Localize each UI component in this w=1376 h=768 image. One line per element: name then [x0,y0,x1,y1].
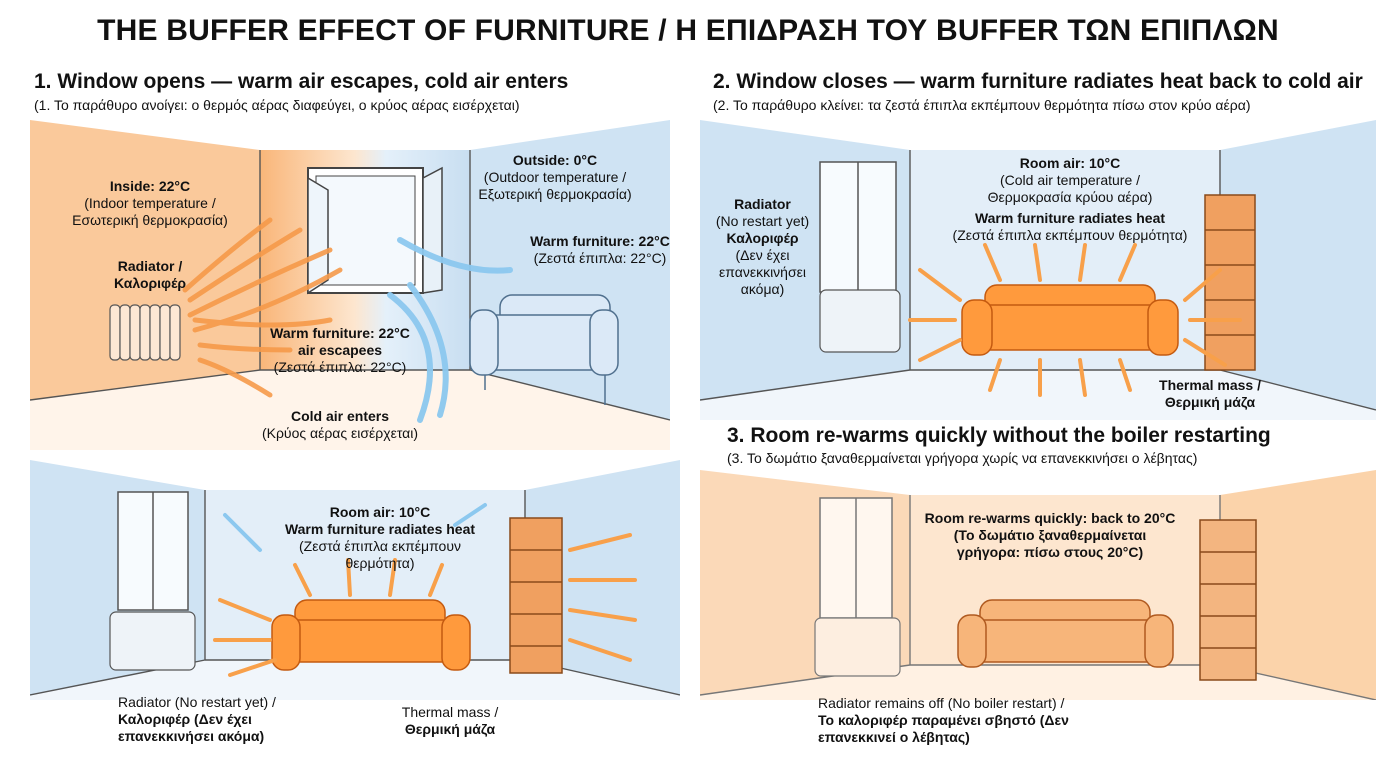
thermal-mass-label: Thermal mass /Θερμική μάζα [401,704,499,737]
bookshelf-icon [1204,194,1256,371]
bookshelf-icon [1199,519,1257,681]
radiator-icon [109,304,181,361]
closed-window-icon [819,161,897,293]
section1-subheading: (1. Το παράθυρο ανοίγει: ο θερμός αέρας … [34,97,520,113]
room-illustration-rewarmed [700,470,1376,700]
warm-furniture-label: Warm furniture: 22°C(Ζεστά έπιπλα: 22°C) [530,233,670,266]
closed-window-icon [117,491,189,611]
room-illustration-open [30,120,670,450]
radiator-no-restart-label: Radiator (No restart yet) /Καλοριφέρ (Δε… [118,694,276,744]
section2-heading: 2. Window closes — warm furniture radiat… [713,70,1363,93]
cold-air-arrows [387,237,513,423]
cold-air-arrows [223,503,487,552]
bookshelf-icon [509,517,563,674]
radiates-heat-label: Warm furniture radiates heat(Ζεστά έπιπλ… [952,210,1188,243]
rewarm-label: Room re-warms quickly: back to 20°C(Το δ… [924,510,1176,560]
room-illustration-closed [700,120,1376,420]
thermal-mass-label: Thermal mass /Θερμική μάζα [1159,377,1261,410]
room-illustration-radiates [30,460,680,700]
panel-window-opens: Inside: 22°C(Indoor temperature /Εσωτερι… [30,120,670,450]
sofa-icon [957,599,1174,668]
radiator-icon [819,289,901,353]
section2-subheading: (2. Το παράθυρο κλείνει: τα ζεστά έπιπλα… [713,97,1251,113]
radiator-icon [109,611,196,671]
sofa-icon [469,294,619,405]
room-air-label: Room air: 10°C(Cold air temperature /Θερ… [987,155,1153,205]
sofa-icon [271,599,471,671]
panel-window-closes: Radiator(No restart yet)Καλοριφέρ(Δεν έχ… [700,120,1376,420]
heat-arrows [213,533,637,677]
panel-room-rewarms: Room re-warms quickly: back to 20°C(Το δ… [700,470,1376,760]
radiator-label: Radiator /Καλοριφέρ [113,258,187,291]
radiator-off-label: Radiator remains off (No boiler restart)… [818,695,1069,745]
outside-temp-label: Outside: 0°C(Outdoor temperature /Εξωτερ… [478,152,632,202]
sofa-icon [961,284,1179,356]
section3-heading: 3. Room re-warms quickly without the boi… [727,424,1271,447]
heat-arrows [908,243,1242,397]
section1-heading: 1. Window opens — warm air escapes, cold… [34,70,569,93]
radiator-no-restart-label: Radiator(No restart yet)Καλοριφέρ(Δεν έχ… [715,196,810,297]
cold-air-label: Cold air enters(Κρύος αέρας εισέρχεται) [261,408,419,441]
section3-subheading: (3. Το δωμάτιο ξαναθερμαίνεται γρήγορα χ… [727,450,1198,466]
closed-window-icon [819,497,893,619]
inside-temp-label: Inside: 22°C(Indoor temperature /Εσωτερι… [72,178,228,228]
radiator-icon [814,617,901,677]
page-title: THE BUFFER EFFECT OF FURNITURE / Η ΕΠΙΔΡ… [97,14,1279,47]
warm-air-arrows [182,217,343,398]
